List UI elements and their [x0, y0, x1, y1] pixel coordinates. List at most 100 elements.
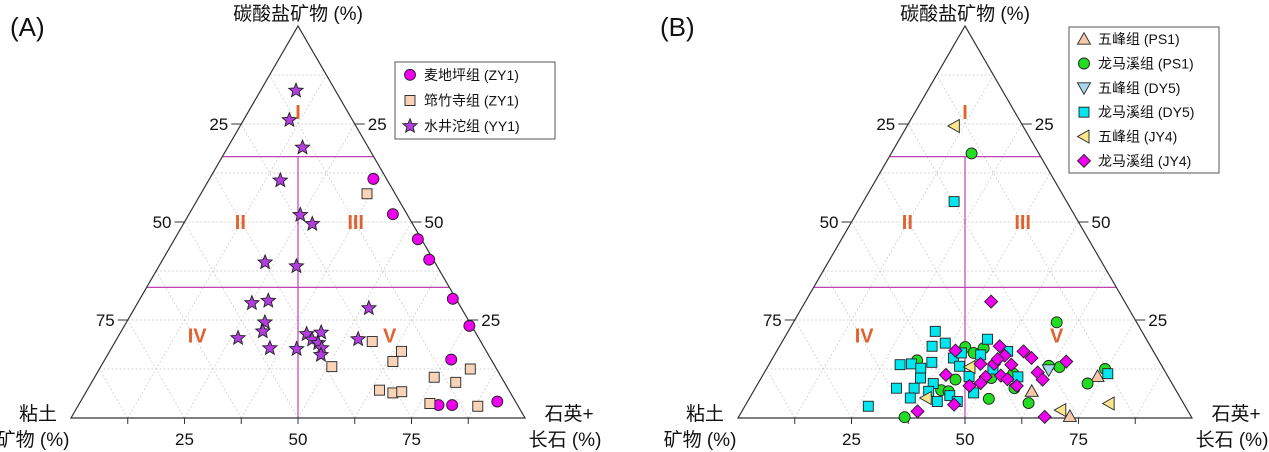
data-point	[1016, 344, 1031, 359]
legend-marker	[1076, 31, 1092, 45]
bottom-tick-label: 25	[842, 430, 861, 449]
legend-marker	[404, 95, 416, 106]
series-1	[326, 188, 484, 412]
grid-line	[297, 221, 412, 419]
legend-marker	[1076, 82, 1092, 96]
legend-label: 筇竹寺组 (ZY1)	[424, 93, 519, 109]
data-point	[973, 375, 988, 391]
data-point	[939, 337, 951, 349]
data-point	[910, 404, 925, 419]
panel-label: (B)	[660, 12, 695, 42]
data-point	[890, 382, 902, 394]
data-point	[1062, 409, 1078, 422]
data-point	[904, 392, 916, 404]
data-point	[243, 294, 261, 311]
grid-line	[879, 172, 1023, 419]
data-point	[1053, 402, 1067, 418]
bottom-tick-label: 75	[1069, 430, 1088, 449]
grid-lines	[99, 74, 497, 419]
right-tick-label: 25	[481, 311, 500, 330]
grid-line	[184, 221, 299, 419]
data-point	[367, 172, 380, 185]
legend-marker	[1078, 57, 1090, 70]
data-point	[294, 138, 311, 155]
data-point	[464, 363, 476, 375]
data-point	[929, 325, 941, 337]
data-point	[366, 336, 378, 348]
series-0	[1024, 369, 1105, 422]
data-point	[1050, 316, 1063, 329]
grid-line	[907, 172, 1051, 419]
data-point	[931, 396, 943, 407]
grid-line	[766, 368, 796, 419]
data-point	[472, 400, 484, 412]
data-point	[396, 386, 408, 398]
data-point	[946, 397, 962, 412]
right-axis-title: 石英+	[544, 403, 593, 425]
data-point	[962, 378, 977, 393]
data-point	[949, 373, 962, 386]
data-point	[360, 299, 378, 316]
legend-label: 五峰组 (JY4)	[1098, 129, 1177, 145]
data-point	[894, 359, 906, 371]
data-point	[982, 333, 993, 345]
right-tick-label: 25	[1035, 115, 1054, 134]
left-axis-title: 粘土	[19, 403, 57, 425]
legend-label: 五峰组 (PS1)	[1098, 31, 1180, 47]
zone-label-v: V	[383, 326, 397, 348]
data-point	[261, 339, 279, 356]
legend-marker	[401, 117, 419, 134]
data-point	[1081, 377, 1094, 390]
right-tick-label: 25	[368, 115, 387, 134]
grid-line	[1134, 368, 1164, 419]
data-point	[259, 292, 277, 308]
legend-box	[1068, 26, 1220, 174]
series-0	[367, 172, 504, 412]
left-tick-label: 25	[876, 115, 895, 134]
data-point	[1009, 378, 1024, 393]
data-point	[361, 188, 373, 200]
bottom-tick-label: 25	[175, 430, 194, 449]
data-point	[287, 82, 305, 98]
data-point	[1101, 396, 1115, 411]
series-2	[229, 82, 378, 362]
left-tick-label: 50	[820, 213, 839, 232]
series-2	[1041, 364, 1057, 378]
grid-line	[127, 319, 185, 419]
legend-label: 龙马溪组 (PS1)	[1098, 56, 1194, 72]
data-point	[965, 147, 978, 160]
legend: 五峰组 (PS1)龙马溪组 (PS1)五峰组 (DY5)龙马溪组 (DY5)五峰…	[1068, 26, 1220, 174]
grid-line	[794, 319, 852, 419]
data-point	[424, 398, 436, 409]
series-4	[918, 118, 1115, 418]
data-point	[982, 392, 995, 405]
series-5	[910, 294, 1074, 424]
data-point	[946, 118, 960, 134]
data-point	[428, 371, 440, 383]
data-point	[312, 346, 330, 362]
data-point	[288, 257, 305, 274]
bottom-tick-label: 75	[402, 430, 421, 449]
data-point	[962, 359, 976, 375]
data-point	[1059, 354, 1074, 369]
data-point	[1102, 368, 1114, 380]
data-point	[1024, 350, 1039, 366]
left-tick-label: 75	[96, 311, 115, 330]
zone-label-i: I	[962, 102, 968, 124]
data-point	[411, 233, 424, 246]
top-axis-title: 碳酸盐矿物 (%)	[233, 3, 363, 25]
data-point	[990, 352, 1005, 367]
data-point	[386, 208, 399, 221]
legend-label: 水井沱组 (YY1)	[424, 118, 520, 134]
data-point	[948, 343, 963, 358]
data-point	[905, 358, 917, 370]
data-point	[229, 329, 247, 346]
zone-label-ii: II	[902, 212, 913, 234]
left-axis-title-unit: 矿物 (%)	[0, 429, 69, 451]
data-point	[973, 356, 988, 372]
legend-label: 龙马溪组 (DY5)	[1098, 104, 1194, 120]
data-point	[948, 196, 960, 208]
data-point	[926, 340, 938, 352]
